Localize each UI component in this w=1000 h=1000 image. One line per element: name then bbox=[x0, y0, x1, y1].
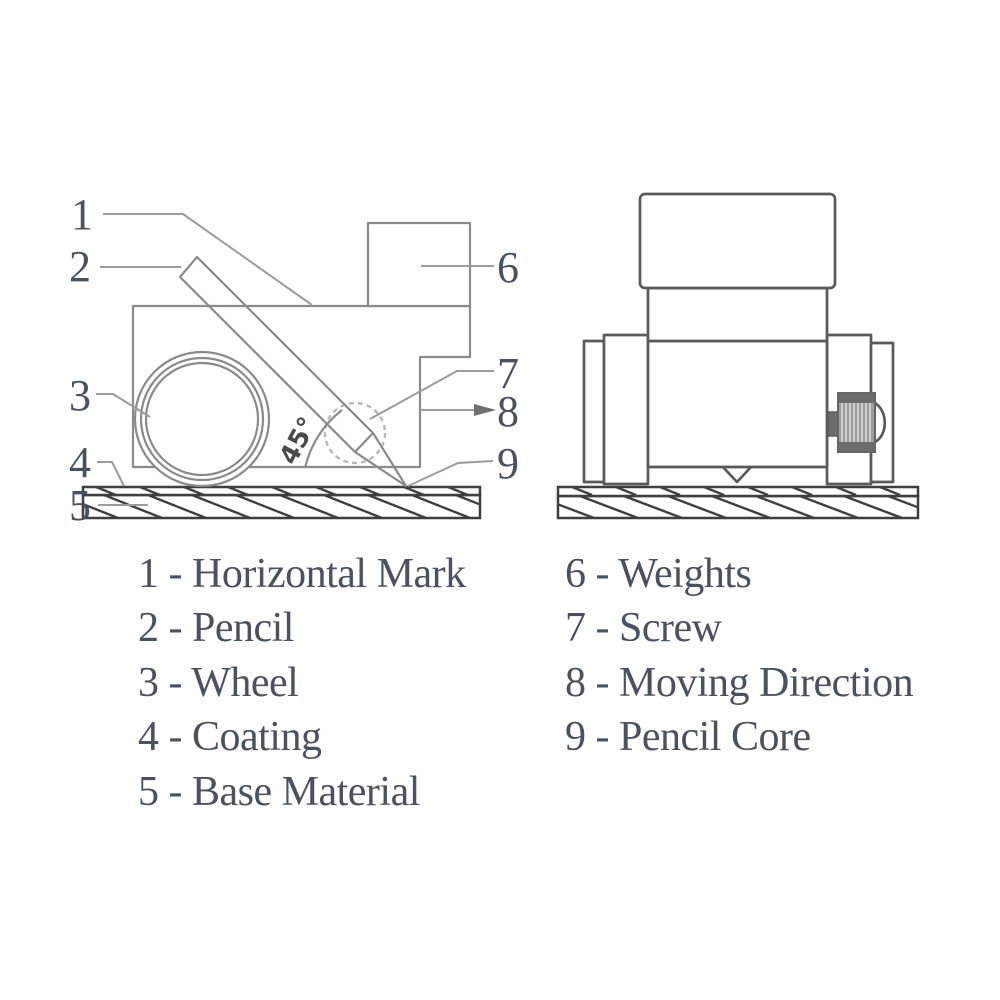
callout-number-7: 7 bbox=[497, 349, 519, 398]
legend-right-column: 6 - Weights 7 - Screw 8 - Moving Directi… bbox=[565, 551, 914, 760]
callout-number-9: 9 bbox=[497, 439, 519, 488]
weights-block-side bbox=[366, 221, 472, 308]
callout-horizontal-mark: 1 bbox=[71, 190, 313, 306]
legend-item-pencil: 2 - Pencil bbox=[138, 605, 294, 651]
tester-side-view: 45° bbox=[131, 221, 472, 488]
screw-knob-far-side bbox=[874, 401, 887, 444]
callout-screw: 7 bbox=[369, 349, 519, 420]
legend-item-pencil-core: 9 - Pencil Core bbox=[565, 714, 811, 760]
screw-knob-shaft bbox=[827, 411, 839, 437]
left-outer-flange bbox=[582, 339, 606, 484]
legend-item-wheel: 3 - Wheel bbox=[138, 660, 298, 706]
legend-item-base-material: 5 - Base Material bbox=[138, 769, 420, 815]
callout-number-3: 3 bbox=[69, 371, 91, 420]
left-wheel-front bbox=[602, 333, 650, 486]
tester-body-front bbox=[646, 339, 829, 469]
callout-base-material: 5 bbox=[69, 481, 148, 530]
callout-number-8: 8 bbox=[497, 387, 519, 436]
callout-number-5: 5 bbox=[69, 481, 91, 530]
screw-knob-bottom-cap bbox=[839, 442, 874, 451]
coating-front bbox=[556, 485, 920, 498]
callout-pencil: 2 bbox=[69, 242, 181, 291]
pencil-tip-front bbox=[722, 466, 752, 484]
callout-wheel: 3 bbox=[69, 371, 151, 420]
screw-hole bbox=[323, 401, 387, 465]
weights-block-front bbox=[638, 192, 837, 290]
callout-moving-direction: 8 bbox=[420, 387, 519, 436]
callouts: 1 2 3 4 5 6 7 8 bbox=[69, 190, 519, 530]
legend: 1 - Horizontal Mark 2 - Pencil 3 - Wheel… bbox=[138, 551, 914, 815]
callout-pencil-core: 9 bbox=[407, 439, 519, 488]
coating-hatching-front bbox=[571, 488, 901, 495]
test-panel-side-view bbox=[81, 485, 482, 520]
legend-item-coating: 4 - Coating bbox=[138, 714, 322, 760]
callout-coating: 4 bbox=[69, 438, 125, 487]
legend-item-moving-direction: 8 - Moving Direction bbox=[565, 660, 914, 706]
wheel bbox=[133, 350, 271, 488]
screw-knob bbox=[827, 392, 887, 453]
moving-direction-arrow bbox=[474, 404, 496, 416]
callout-number-4: 4 bbox=[69, 438, 91, 487]
screw-knob-top-cap bbox=[839, 394, 874, 403]
callout-number-1: 1 bbox=[71, 190, 93, 239]
callout-number-6: 6 bbox=[497, 243, 519, 292]
callout-number-2: 2 bbox=[69, 242, 91, 291]
coating-hatching bbox=[95, 488, 469, 495]
angle-arc bbox=[303, 409, 343, 469]
base-material-hatching-front bbox=[559, 497, 917, 517]
callout-weights: 6 bbox=[421, 243, 519, 292]
weights-neck-front bbox=[646, 286, 829, 343]
base-material-hatching bbox=[84, 496, 479, 517]
pencil bbox=[178, 255, 408, 488]
test-panel-front-view bbox=[556, 485, 920, 520]
tester-front-view bbox=[582, 192, 895, 486]
legend-item-screw: 7 - Screw bbox=[565, 605, 723, 651]
screw-knob-knurling bbox=[841, 402, 871, 443]
legend-left-column: 1 - Horizontal Mark 2 - Pencil 3 - Wheel… bbox=[138, 551, 467, 815]
legend-item-horizontal-mark: 1 - Horizontal Mark bbox=[138, 551, 466, 597]
legend-item-weights: 6 - Weights bbox=[565, 551, 751, 597]
